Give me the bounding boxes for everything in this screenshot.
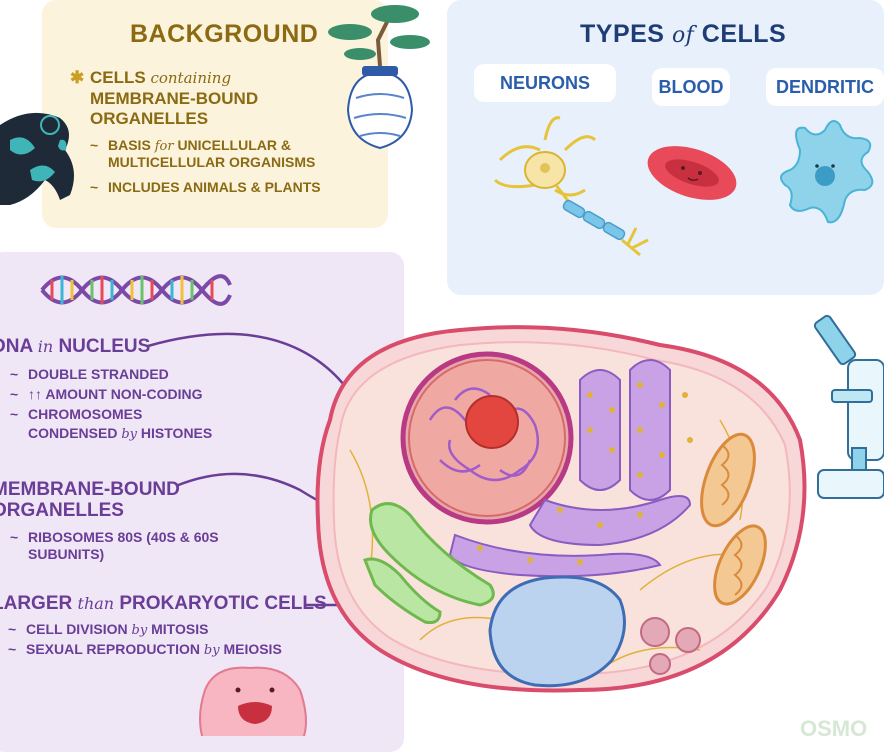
osmosis-logo: OSMO	[800, 716, 867, 736]
background-main-point: ✱CELLS containing	[70, 68, 232, 87]
bonsai-vase-icon	[328, 5, 430, 150]
background-sub-point-1: ~BASIS for UNICELLULAR &	[90, 137, 291, 154]
red-blood-cell-icon	[647, 146, 737, 200]
ribosomes-point: ~RIBOSOMES 80S (40S & 60S	[10, 529, 219, 545]
label-dendritic: DENDRITIC	[766, 68, 884, 106]
dna-point-3: ~CHROMOSOMES	[10, 406, 143, 422]
dna-point-3-line2: CONDENSED by HISTONES	[28, 425, 213, 442]
frog-icon	[0, 112, 74, 205]
label-neurons: NEURONS	[474, 64, 616, 102]
background-panel	[42, 0, 388, 228]
illustrations-layer: OSMO	[0, 5, 884, 736]
neuron-cell-icon	[493, 116, 649, 257]
background-sub-point-2: ~INCLUDES ANIMALS & PLANTS	[90, 179, 321, 195]
cell-character-icon	[199, 666, 307, 736]
membrane-bound-heading-line1: MEMBRANE-BOUND	[0, 479, 180, 500]
dna-point-2: ~↑↑ AMOUNT NON-CODING	[10, 386, 203, 402]
cell-division-point: ~CELL DIVISION by MITOSIS	[8, 621, 209, 638]
membrane-bound-heading-line2: ORGANELLES	[0, 500, 124, 521]
background-title: BACKGROUND	[130, 20, 319, 48]
background-main-line3: ORGANELLES	[90, 109, 209, 128]
microscope-icon	[813, 314, 884, 499]
sexual-reproduction-point: ~SEXUAL REPRODUCTION by MEIOSIS	[8, 641, 282, 658]
dna-helix-icon	[40, 274, 232, 306]
larger-than-prokaryotic-heading: LARGER than PROKARYOTIC CELLS	[0, 593, 327, 614]
types-of-cells-title: TYPES of CELLS	[580, 20, 787, 48]
background-main-line2: MEMBRANE-BOUND	[90, 89, 259, 108]
asterisk-icon: ✱	[70, 68, 85, 87]
background-sub-point-1-line2: MULTICELLULAR ORGANISMS	[108, 154, 316, 170]
ribosomes-point-line2: SUBUNITS)	[28, 546, 105, 562]
animal-cell-diagram	[315, 325, 807, 693]
label-blood: BLOOD	[652, 68, 730, 106]
watermark-text: OSMO	[800, 716, 867, 736]
dendritic-cell-icon	[780, 120, 874, 224]
dna-in-nucleus-heading: DNA in NUCLEUS	[0, 336, 151, 357]
dna-point-1: ~DOUBLE STRANDED	[10, 366, 169, 382]
